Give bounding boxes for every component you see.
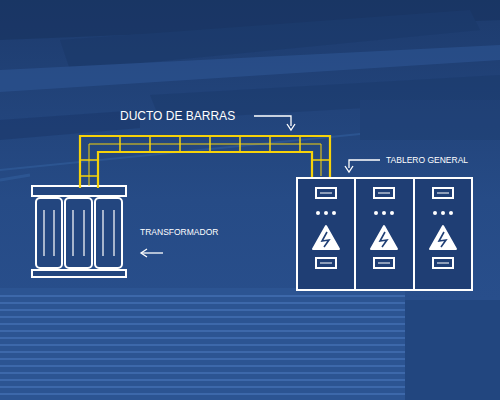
panel-window-line <box>378 193 390 194</box>
duct-rungs <box>120 136 300 152</box>
arrowhead <box>345 166 353 172</box>
panel-window <box>433 258 453 268</box>
indicator-dot <box>433 211 437 215</box>
indicator-dot <box>332 211 336 215</box>
switchboard-frame <box>297 178 472 290</box>
leader-line <box>254 116 291 126</box>
pipe <box>0 175 30 180</box>
switchboard-symbol <box>297 178 472 290</box>
panel-window <box>316 188 336 198</box>
switchboard-section <box>371 188 397 268</box>
callout-label: TRANSFORMADOR <box>140 227 218 237</box>
transformer-base <box>32 270 126 277</box>
lightning-symbol <box>439 232 446 247</box>
transformer-coil <box>36 198 62 268</box>
louvre-slats <box>0 296 405 394</box>
housing <box>0 288 405 400</box>
indicator-dot <box>324 211 328 215</box>
leader-line <box>349 160 380 168</box>
indicator-dot <box>390 211 394 215</box>
panel-window <box>374 258 394 268</box>
panel-window-line <box>437 193 449 194</box>
indicator-dot <box>449 211 453 215</box>
indicator-dot <box>382 211 386 215</box>
duct-inner <box>98 152 312 188</box>
lightning-symbol <box>380 232 387 247</box>
duct-center <box>89 144 321 186</box>
housing <box>405 300 500 400</box>
panel-window <box>374 188 394 198</box>
panel-window-line <box>378 263 390 264</box>
panel-window-line <box>320 263 332 264</box>
panel-window-line <box>437 263 449 264</box>
indicator-dot <box>441 211 445 215</box>
duct-shadow <box>360 100 500 140</box>
switchboard-dividers <box>355 178 414 290</box>
panel-window <box>316 258 336 268</box>
leader-line <box>142 252 163 253</box>
switchboard-section <box>313 188 339 268</box>
arrowhead <box>287 124 295 130</box>
callout-label: DUCTO DE BARRAS <box>120 109 235 123</box>
warning-triangle <box>371 226 397 249</box>
lightning-symbol <box>322 232 329 247</box>
indicator-dot <box>316 211 320 215</box>
duct-rungs <box>80 160 330 176</box>
indicator-dot <box>374 211 378 215</box>
warning-triangle <box>313 226 339 249</box>
warning-triangle <box>430 226 456 249</box>
callout-label: TABLERO GENERAL <box>386 155 468 165</box>
transformer-symbol <box>32 186 126 277</box>
busbar-duct <box>80 136 330 188</box>
switchboard-section <box>430 188 456 268</box>
transformer-coil <box>95 198 122 268</box>
arrowhead <box>141 249 147 257</box>
coil-lines <box>44 210 114 256</box>
panel-window-line <box>320 193 332 194</box>
leader-arrows <box>141 116 380 257</box>
panel-window <box>433 188 453 198</box>
transformer-coil <box>65 198 92 268</box>
louvre-housing <box>0 288 500 400</box>
duct-outer <box>80 136 330 188</box>
